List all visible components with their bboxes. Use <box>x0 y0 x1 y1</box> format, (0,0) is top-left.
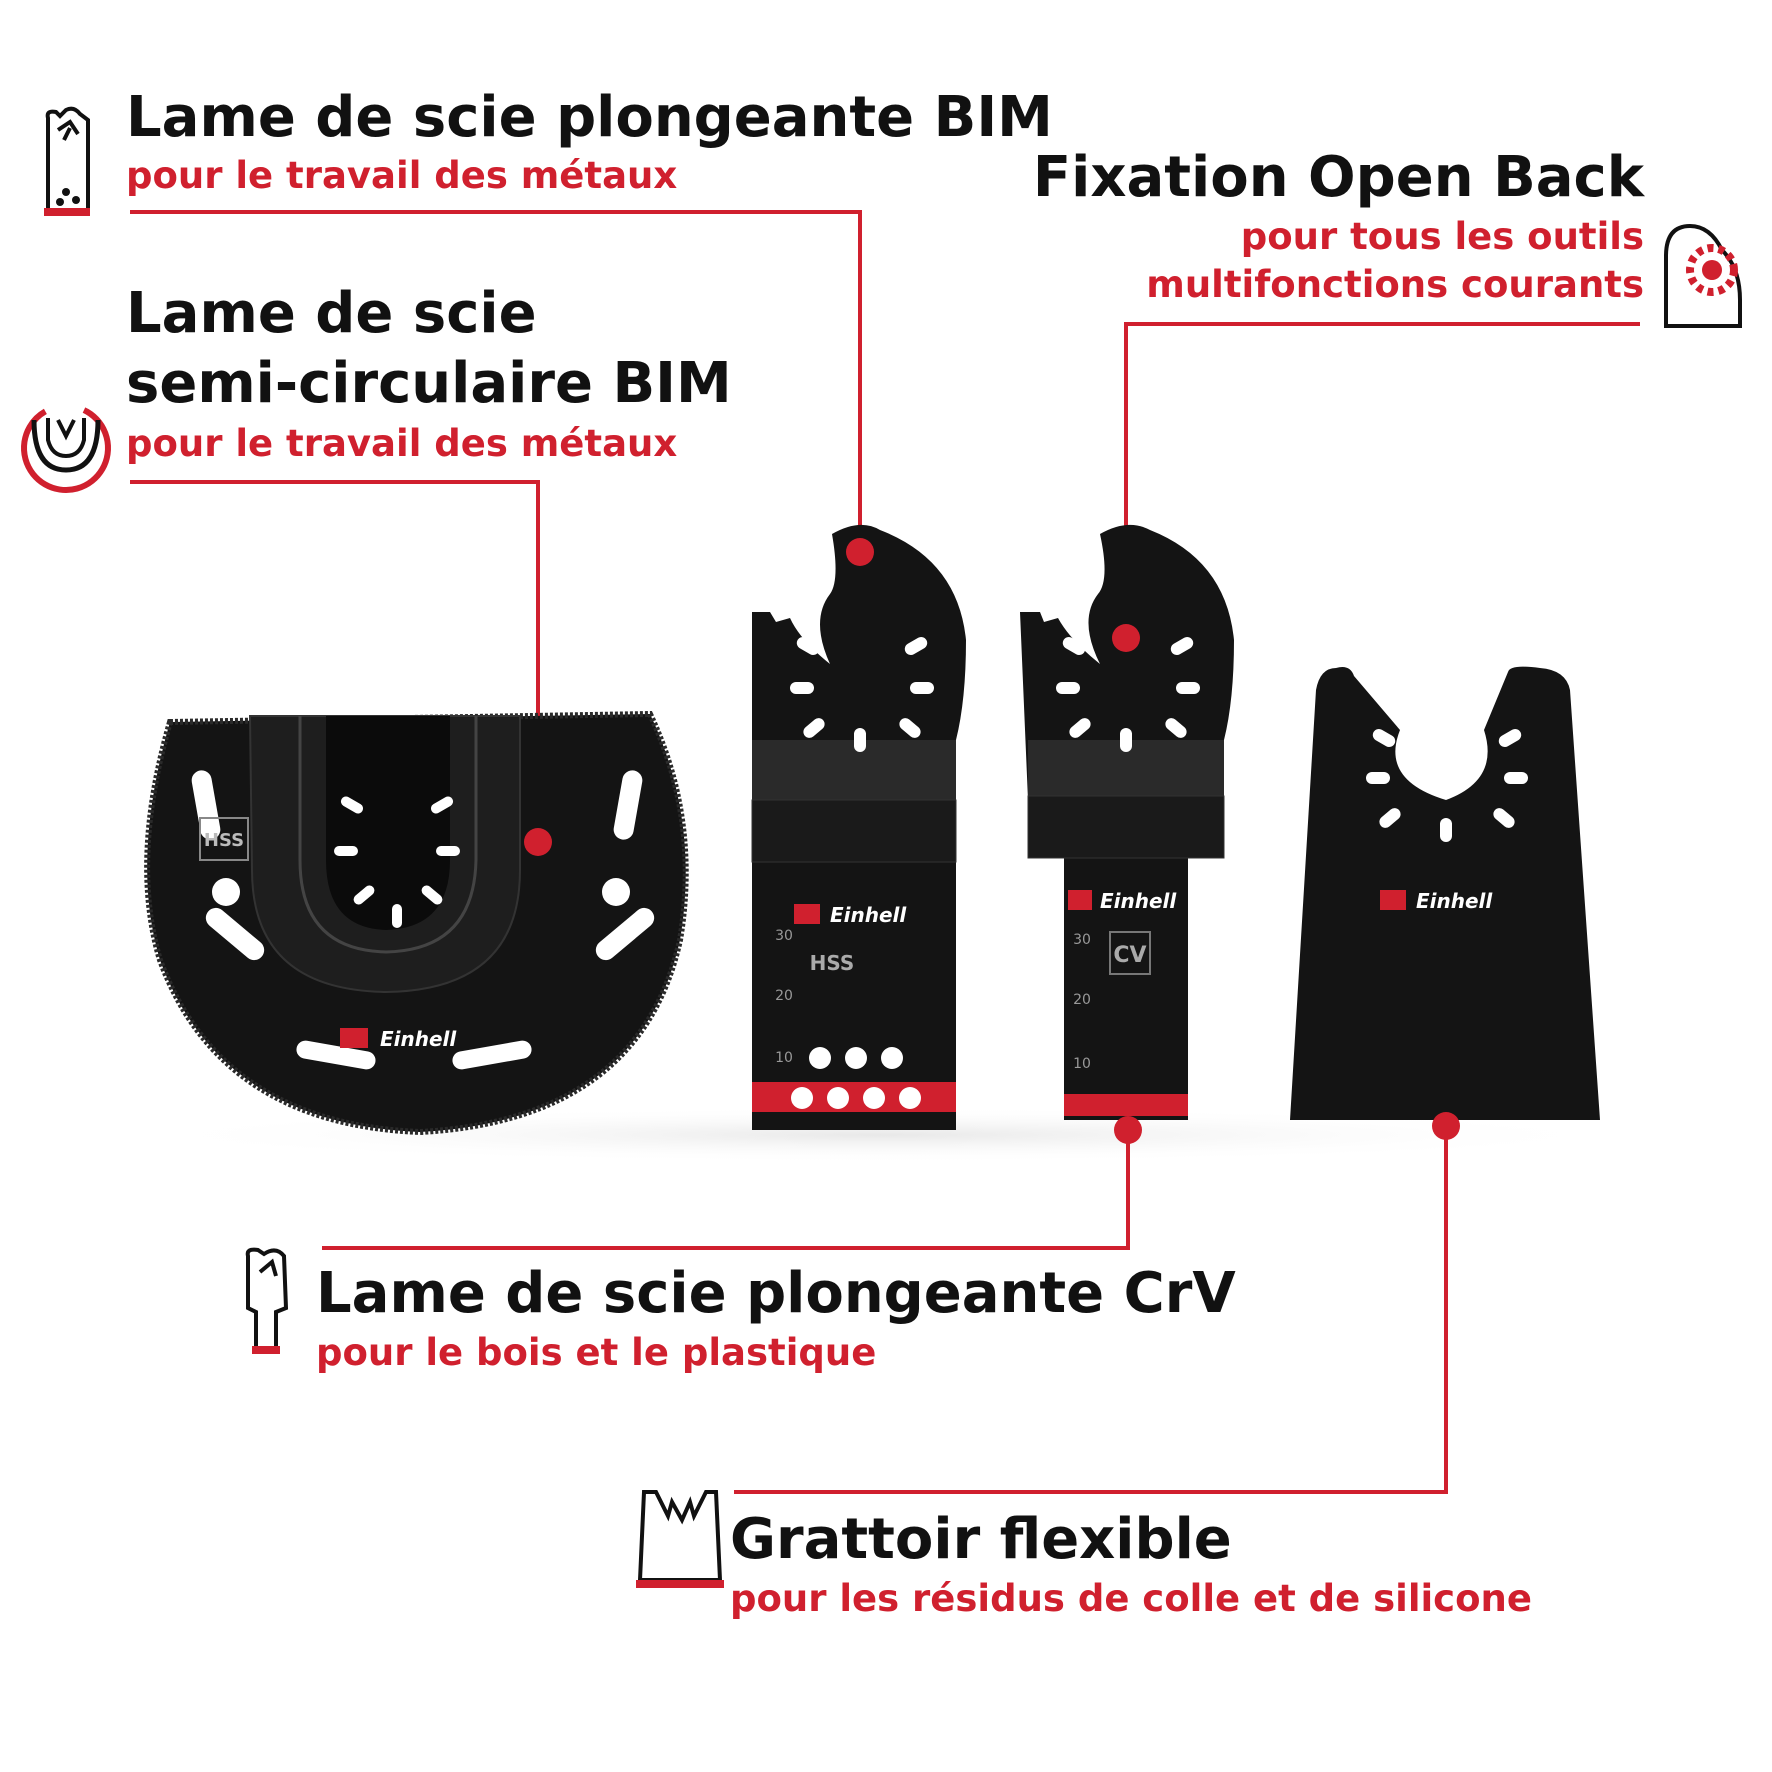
scraper-brand-logo: Einhell <box>1416 889 1493 913</box>
semi-circular-title-1: Lame de scie <box>126 281 537 346</box>
bim-tick-30: 30 <box>775 928 793 944</box>
open-back-subtitle-2: multifonctions courants <box>1146 263 1644 306</box>
bim-tick-20: 20 <box>775 988 793 1004</box>
bim-plunge-blade: Einhell HSS 30 20 10 <box>751 524 966 1130</box>
crv-plunge-blade: Einhell CV 30 20 10 <box>1020 524 1234 1144</box>
open-back-subtitle-1: pour tous les outils <box>1240 215 1644 258</box>
crv-tick-20: 20 <box>1073 992 1091 1008</box>
bim-callout-dot <box>846 538 874 566</box>
semi-circular-blade-icon <box>21 403 111 493</box>
bim-brand-logo: Einhell <box>830 903 907 927</box>
open-back-mount-icon <box>1664 223 1742 328</box>
semi-circular-blade: HSS Einhell <box>144 710 689 1136</box>
crv-cv-label: CV <box>1113 943 1146 968</box>
semi-hss-label: HSS <box>204 830 244 851</box>
flexible-scraper: Einhell <box>1290 666 1600 1140</box>
scraper-icon <box>636 1490 724 1588</box>
semi-callout-dot <box>524 828 552 856</box>
bim-tick-10: 10 <box>775 1050 793 1066</box>
crv-plunge-title: Lame de scie plongeante CrV <box>316 1261 1236 1326</box>
open-back-title: Fixation Open Back <box>1032 145 1644 210</box>
plunge-blade-metal-icon <box>44 106 90 216</box>
crv-brand-logo: Einhell <box>1100 889 1177 913</box>
bim-plunge-subtitle: pour le travail des métaux <box>126 154 678 197</box>
crv-tick-10: 10 <box>1073 1056 1091 1072</box>
crv-mount-callout-dot <box>1112 624 1140 652</box>
semi-circular-subtitle: pour le travail des métaux <box>126 422 678 465</box>
plunge-blade-wood-icon <box>245 1247 289 1354</box>
semi-circular-title-2: semi-circulaire BIM <box>126 351 732 416</box>
scraper-callout-dot <box>1432 1112 1460 1140</box>
scraper-title: Grattoir flexible <box>730 1507 1232 1572</box>
crv-plunge-subtitle: pour le bois et le plastique <box>316 1331 877 1374</box>
crv-callout-dot <box>1114 1116 1142 1144</box>
bim-plunge-title: Lame de scie plongeante BIM <box>126 85 1053 150</box>
bim-hss-label: HSS <box>810 951 855 975</box>
semi-brand-logo: Einhell <box>380 1027 457 1051</box>
crv-tick-30: 30 <box>1073 932 1091 948</box>
scraper-subtitle: pour les résidus de colle et de silicone <box>730 1577 1532 1620</box>
